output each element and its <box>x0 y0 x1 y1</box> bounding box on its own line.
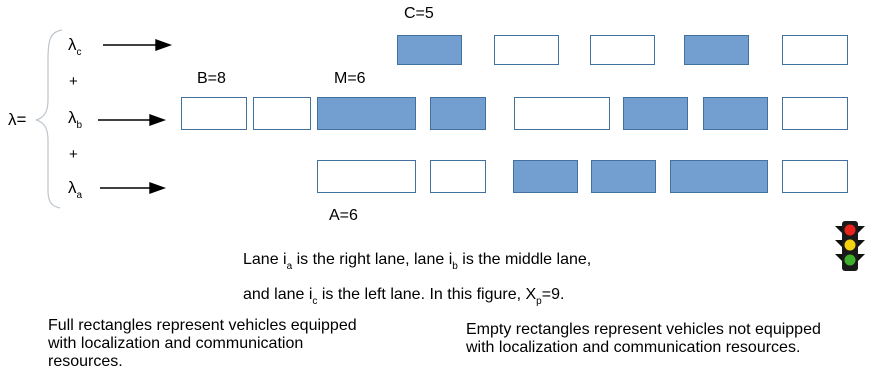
vehicle <box>670 160 768 193</box>
vehicle <box>782 160 848 193</box>
vehicle <box>513 160 578 193</box>
vehicle <box>253 97 311 130</box>
arrow-head-b <box>149 114 167 126</box>
vehicle <box>514 97 610 130</box>
vehicle <box>623 97 688 130</box>
vehicle <box>590 35 655 65</box>
vehicle <box>430 97 486 130</box>
vehicle <box>684 35 749 65</box>
vehicle <box>397 35 462 65</box>
vehicle <box>317 97 416 130</box>
plus-sign: + <box>69 73 78 90</box>
note-full-rectangles: Full rectangles represent vehicles equip… <box>48 317 357 370</box>
label-c: C=5 <box>404 5 434 22</box>
vehicle <box>703 97 768 130</box>
label-a: A=6 <box>329 207 358 224</box>
traffic-light-icon <box>835 221 865 271</box>
label-m: M=6 <box>334 70 366 87</box>
vehicle <box>591 160 656 193</box>
arrow-head-a <box>149 182 167 194</box>
vehicle <box>782 97 848 130</box>
lambda-a: λa <box>68 178 83 201</box>
vehicle <box>430 160 486 193</box>
vehicle <box>494 35 559 65</box>
caption-line-1: Lane ia is the right lane, lane ib is th… <box>243 251 592 272</box>
caption-line-2: and lane ic is the left lane. In this fi… <box>243 286 565 307</box>
vehicle <box>181 97 247 130</box>
label-b: B=8 <box>197 70 226 87</box>
note-empty-rectangles: Empty rectangles represent vehicles not … <box>466 321 821 356</box>
lambda-label: λ= <box>8 110 27 129</box>
input-arrows <box>98 39 173 194</box>
arrow-head-c <box>155 39 173 51</box>
lambda-b: λb <box>68 108 83 131</box>
plus-sign: + <box>69 146 78 163</box>
vehicle <box>782 35 848 65</box>
lambda-c: λc <box>68 35 82 58</box>
vehicle <box>317 160 416 193</box>
